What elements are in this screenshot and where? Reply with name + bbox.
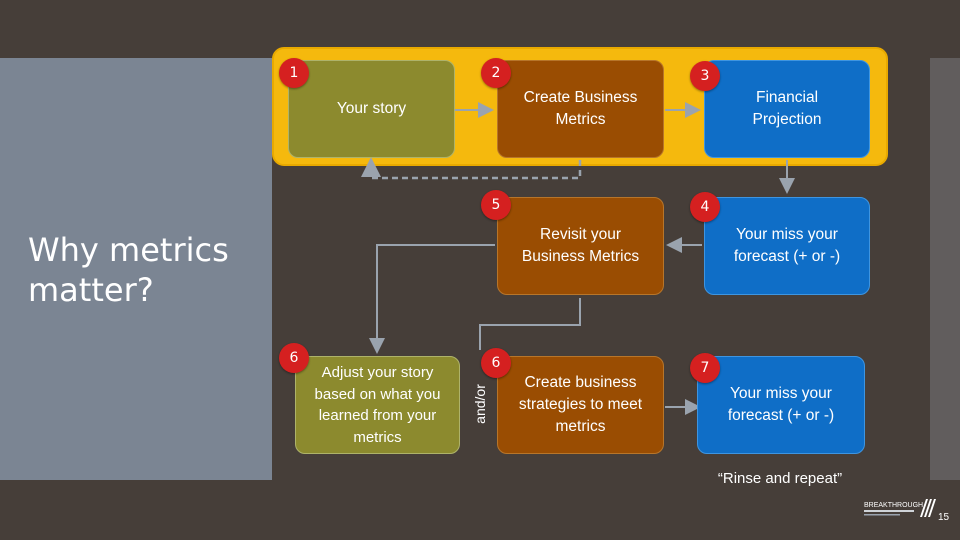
step-badge-5: 5: [481, 190, 511, 220]
card-your-story-label: Your story: [336, 100, 407, 117]
card-financial-projection: Financial Projection: [704, 60, 870, 158]
card-revisit-metrics-label: Revisit your Business Metrics: [521, 226, 640, 265]
card-create-metrics-label: Create Business Metrics: [523, 89, 638, 128]
and-or-label: and/or: [472, 384, 488, 424]
card-miss-forecast-2-label: Your miss your forecast (+ or -): [727, 385, 835, 424]
page-number: 15: [938, 512, 950, 523]
card-adjust-story: Adjust your story based on what you lear…: [295, 356, 460, 454]
card-revisit-metrics: Revisit your Business Metrics: [497, 197, 664, 295]
card-miss-forecast-1-label: Your miss your forecast (+ or -): [733, 226, 841, 265]
logo-text: BREAKTHROUGH: [864, 502, 923, 509]
card-miss-forecast-1: Your miss your forecast (+ or -): [704, 197, 870, 295]
step-badge-1: 1: [279, 58, 309, 88]
step-badge-2: 2: [481, 58, 511, 88]
step-badge-7: 7: [690, 353, 720, 383]
card-create-strategies-label: Create business strategies to meet metri…: [518, 374, 643, 435]
arrow-revisit-to-adjust: [369, 244, 495, 354]
card-your-story: Your story: [288, 60, 455, 158]
card-miss-forecast-2: Your miss your forecast (+ or -): [697, 356, 865, 454]
slide-title: Why metrics matter?: [28, 231, 229, 309]
step-badge-4: 4: [690, 192, 720, 222]
card-adjust-story-label: Adjust your story based on what you lear…: [314, 364, 441, 446]
company-logo: BREAKTHROUGH: [864, 495, 936, 526]
card-financial-projection-label: Financial Projection: [752, 89, 822, 128]
card-create-metrics: Create Business Metrics: [497, 60, 664, 158]
right-strip: [930, 58, 960, 480]
rinse-repeat-text: “Rinse and repeat”: [717, 470, 843, 487]
card-create-strategies: Create business strategies to meet metri…: [497, 356, 664, 454]
dashed-feedback-loop: [361, 157, 582, 180]
step-badge-6-right: 6: [481, 348, 511, 378]
left-panel: [0, 58, 272, 480]
step-badge-3: 3: [690, 61, 720, 91]
step-badge-6-left: 6: [279, 343, 309, 373]
line-revisit-to-strategies: [479, 298, 581, 350]
